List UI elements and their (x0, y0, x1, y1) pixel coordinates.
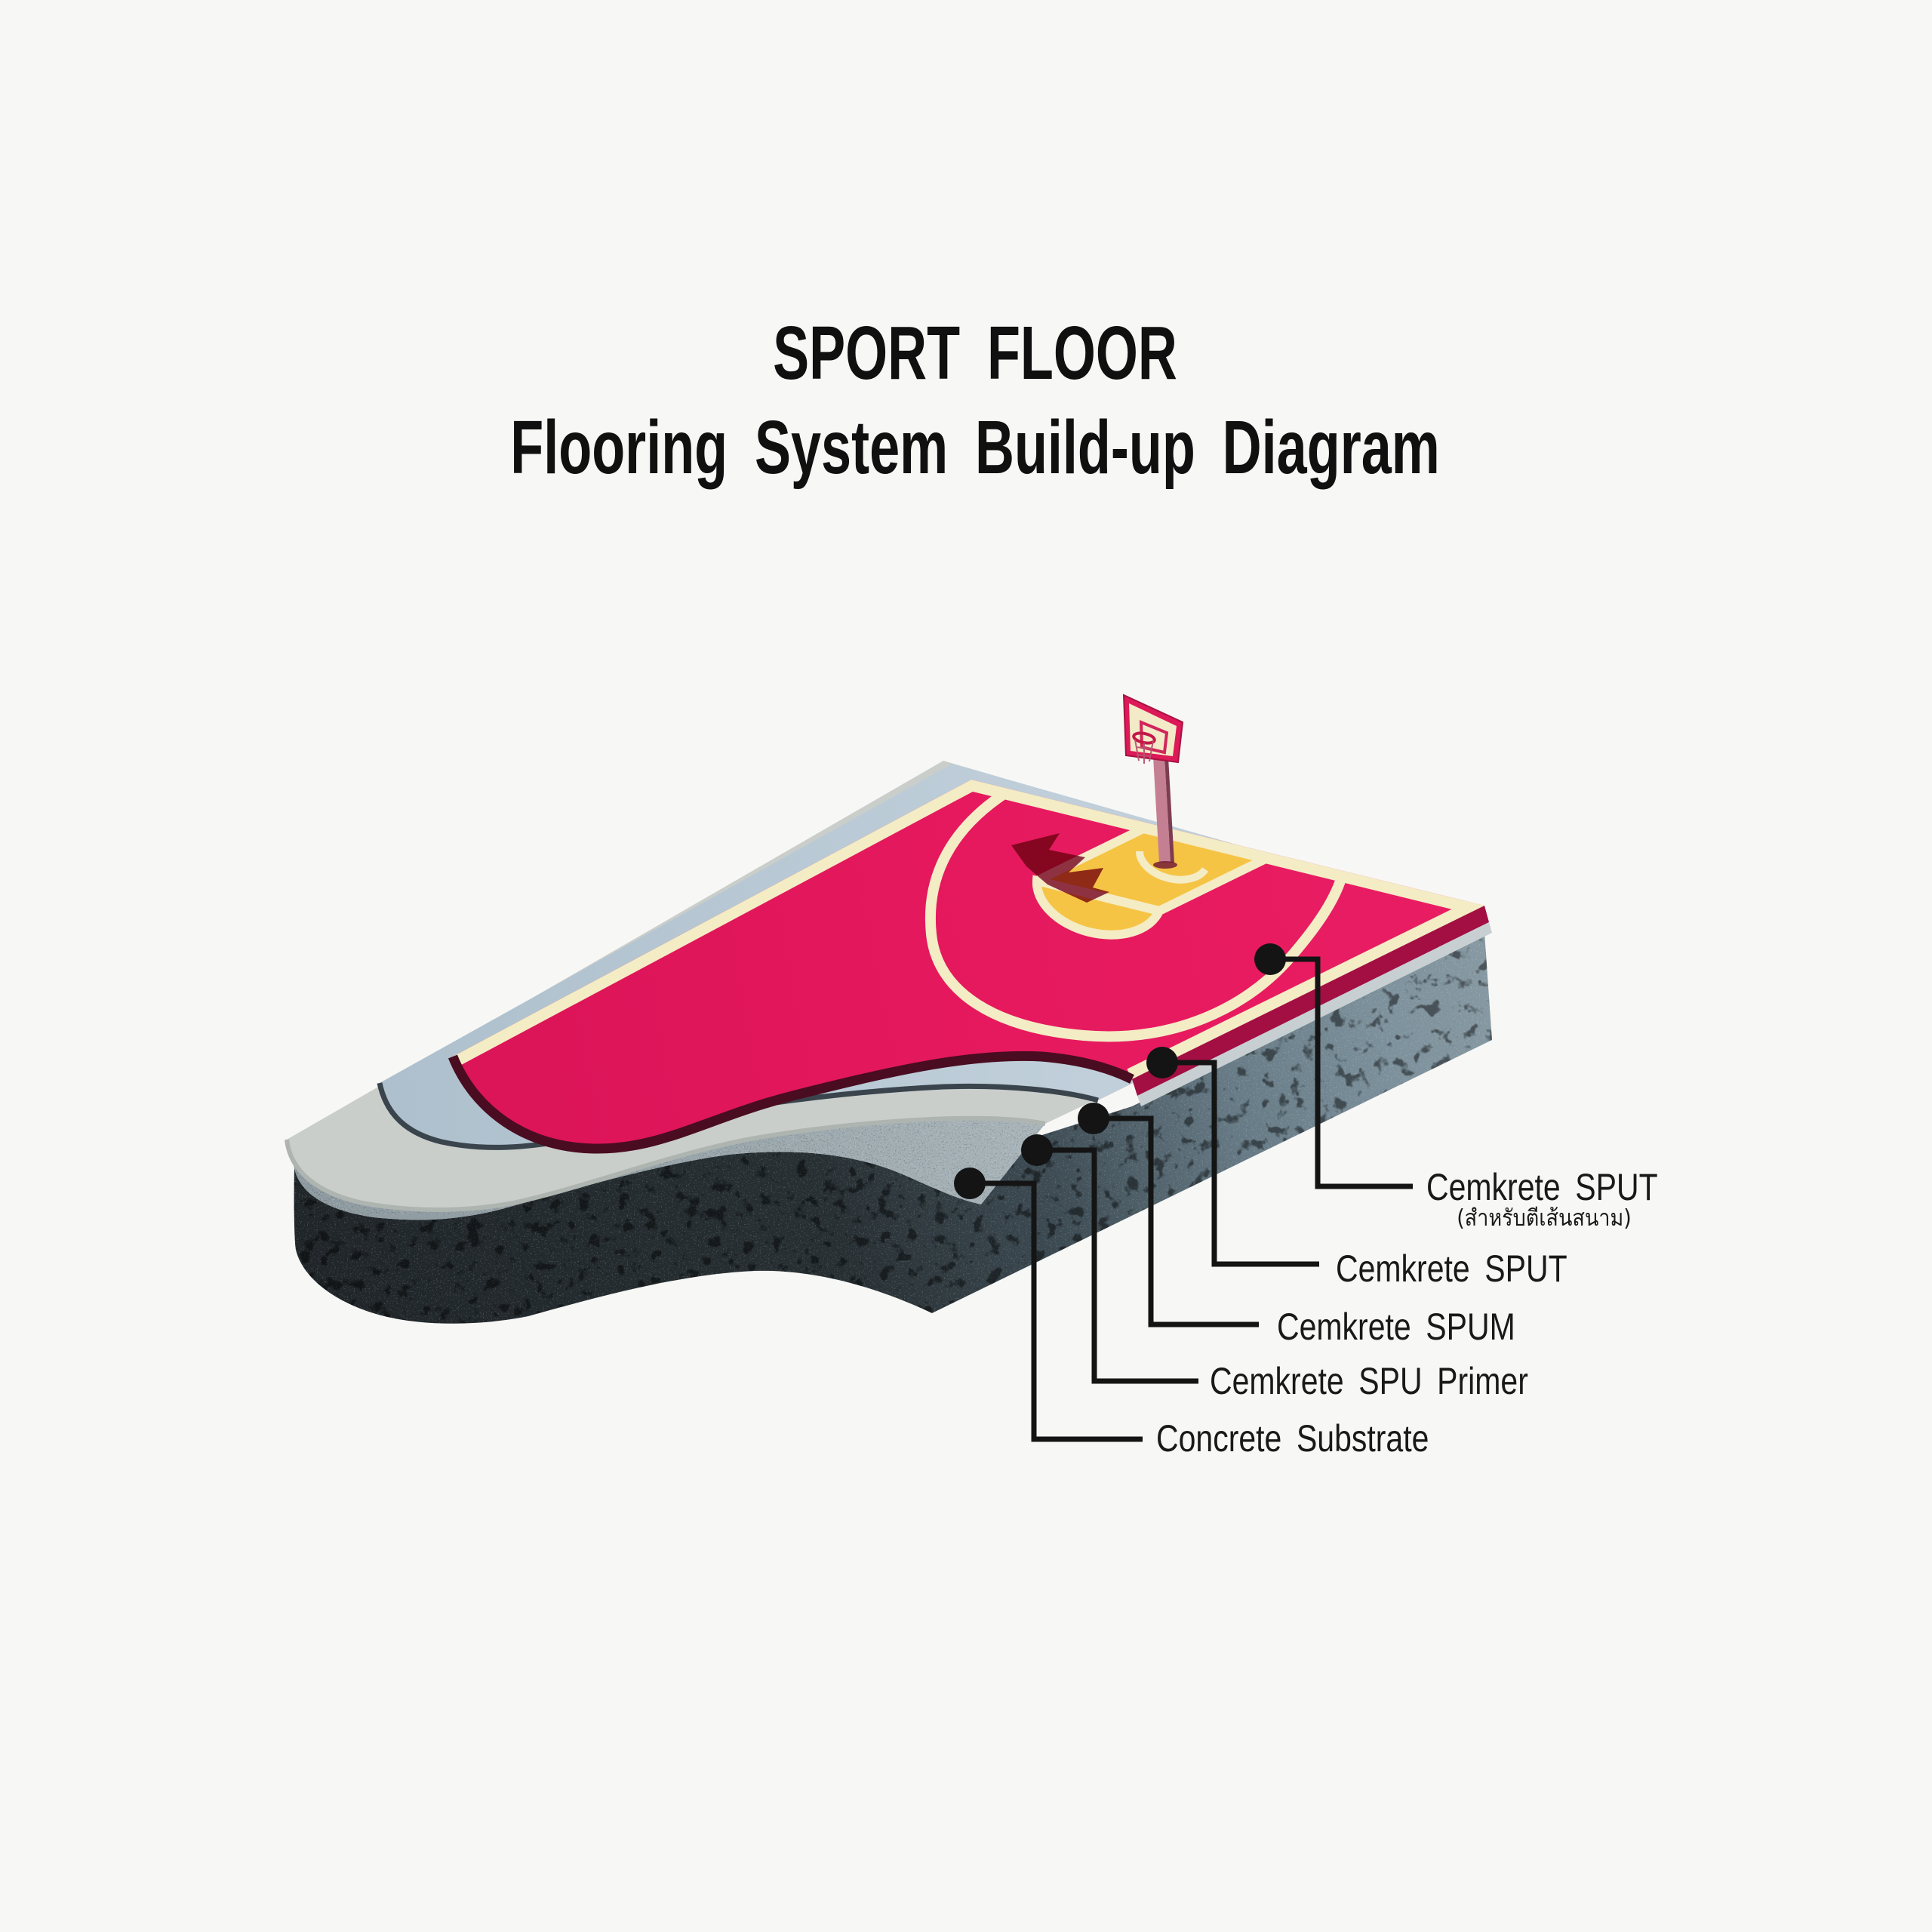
callout-dot (1021, 1134, 1053, 1166)
callout-dots (954, 943, 1286, 1199)
callout-dot (1254, 943, 1286, 975)
hoop-shadow (1011, 833, 1109, 903)
backboard-inner-box (1139, 719, 1169, 755)
callout-line-primer (1037, 1147, 1198, 1384)
callout-label-sput: Cemkrete SPUT (1336, 1247, 1567, 1290)
callout-dot (954, 1168, 986, 1199)
primer-edge-line (285, 1115, 1046, 1212)
free-throw-circle (1032, 875, 1166, 940)
callout-label-primer: Cemkrete SPU Primer (1210, 1360, 1528, 1402)
callout-label-sput-top: Cemkrete SPUT (1426, 1166, 1658, 1208)
callout-dot (1146, 1047, 1178, 1078)
page-title-line2: Flooring System Build-up Diagram (510, 405, 1440, 489)
restricted-arc (1135, 851, 1209, 884)
hoop-net (1134, 739, 1154, 764)
callout-label-spum: Cemkrete SPUM (1277, 1306, 1515, 1348)
callout-lines (970, 956, 1413, 1442)
callout-line-sput (1162, 1060, 1319, 1267)
hoop-rim (1132, 731, 1156, 745)
callout-line-sput-top (1270, 956, 1413, 1189)
callout-label-substrate: Concrete Substrate (1156, 1417, 1429, 1460)
callout-note-thai: (สำหรับตีเส้นสนาม) (1457, 1205, 1632, 1232)
court-front-edge-shadow (448, 1051, 1134, 1154)
page-title-line1: SPORT FLOOR (773, 311, 1177, 395)
hoop-pole-base-shadow (1153, 861, 1177, 869)
hoop-pole (1152, 743, 1171, 863)
court-edge-crimson-strip (1132, 906, 1489, 1096)
court-edge-light-strip (1137, 922, 1492, 1106)
callout-dot (1078, 1103, 1109, 1134)
three-point-line (925, 787, 1348, 1042)
hoop-pole-shade (1164, 743, 1174, 863)
callout-line-spum (1094, 1115, 1259, 1327)
callout-line-substrate (970, 1180, 1143, 1442)
